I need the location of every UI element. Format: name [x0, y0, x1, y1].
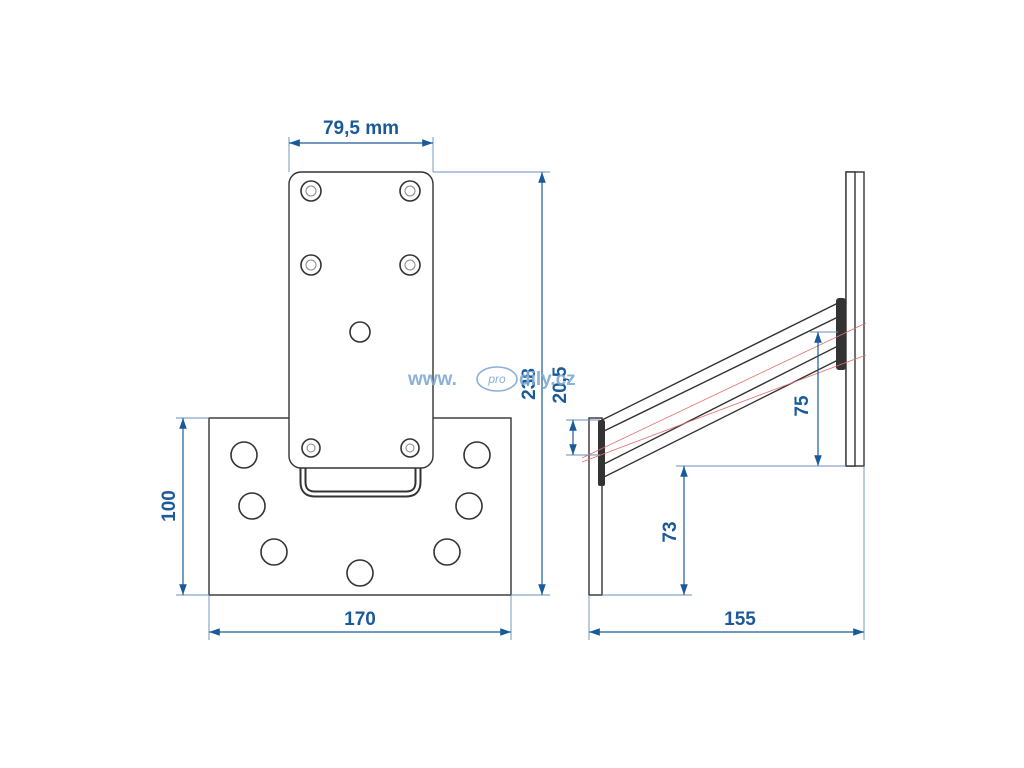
watermark: www. pro dily.cz: [407, 366, 576, 392]
base-hole: [433, 538, 461, 566]
top-hole: [400, 438, 420, 458]
watermark-prefix: www.: [407, 369, 457, 390]
watermark-badge: pro: [487, 372, 506, 386]
watermark-badge-outline: [476, 366, 518, 392]
weld-bottom: [598, 420, 605, 486]
top-hole: [300, 254, 322, 276]
dim-base-height: 100: [159, 490, 180, 522]
top-hole: [301, 438, 321, 458]
base-hole: [463, 441, 491, 469]
front-view: 79,5 mm 238 100 170: [159, 118, 550, 640]
weld-top: [836, 298, 846, 370]
dim-total-height: 238: [519, 368, 540, 400]
dim-arm-spacing: 75: [792, 395, 813, 417]
dim-top-plate-width: 79,5 mm: [323, 118, 399, 139]
base-hole: [230, 441, 258, 469]
base-hole: [260, 538, 288, 566]
base-hole: [238, 492, 266, 520]
side-view: 20,5 75 73 155: [550, 171, 867, 640]
dim-depth: 155: [724, 609, 756, 630]
dim-arm-base-height: 73: [660, 521, 681, 542]
base-plate-holes: [230, 441, 491, 587]
dim-base-width: 170: [344, 609, 376, 630]
top-hole: [399, 254, 421, 276]
base-hole: [455, 492, 483, 520]
top-hole: [300, 180, 322, 202]
top-hole: [349, 321, 371, 343]
top-plate-holes: [300, 180, 421, 458]
dim-arm-thickness: 20,5: [550, 366, 571, 403]
top-plate: [288, 171, 434, 469]
watermark-suffix: dily.cz: [519, 369, 576, 390]
top-hole: [399, 180, 421, 202]
base-hole: [346, 559, 374, 587]
